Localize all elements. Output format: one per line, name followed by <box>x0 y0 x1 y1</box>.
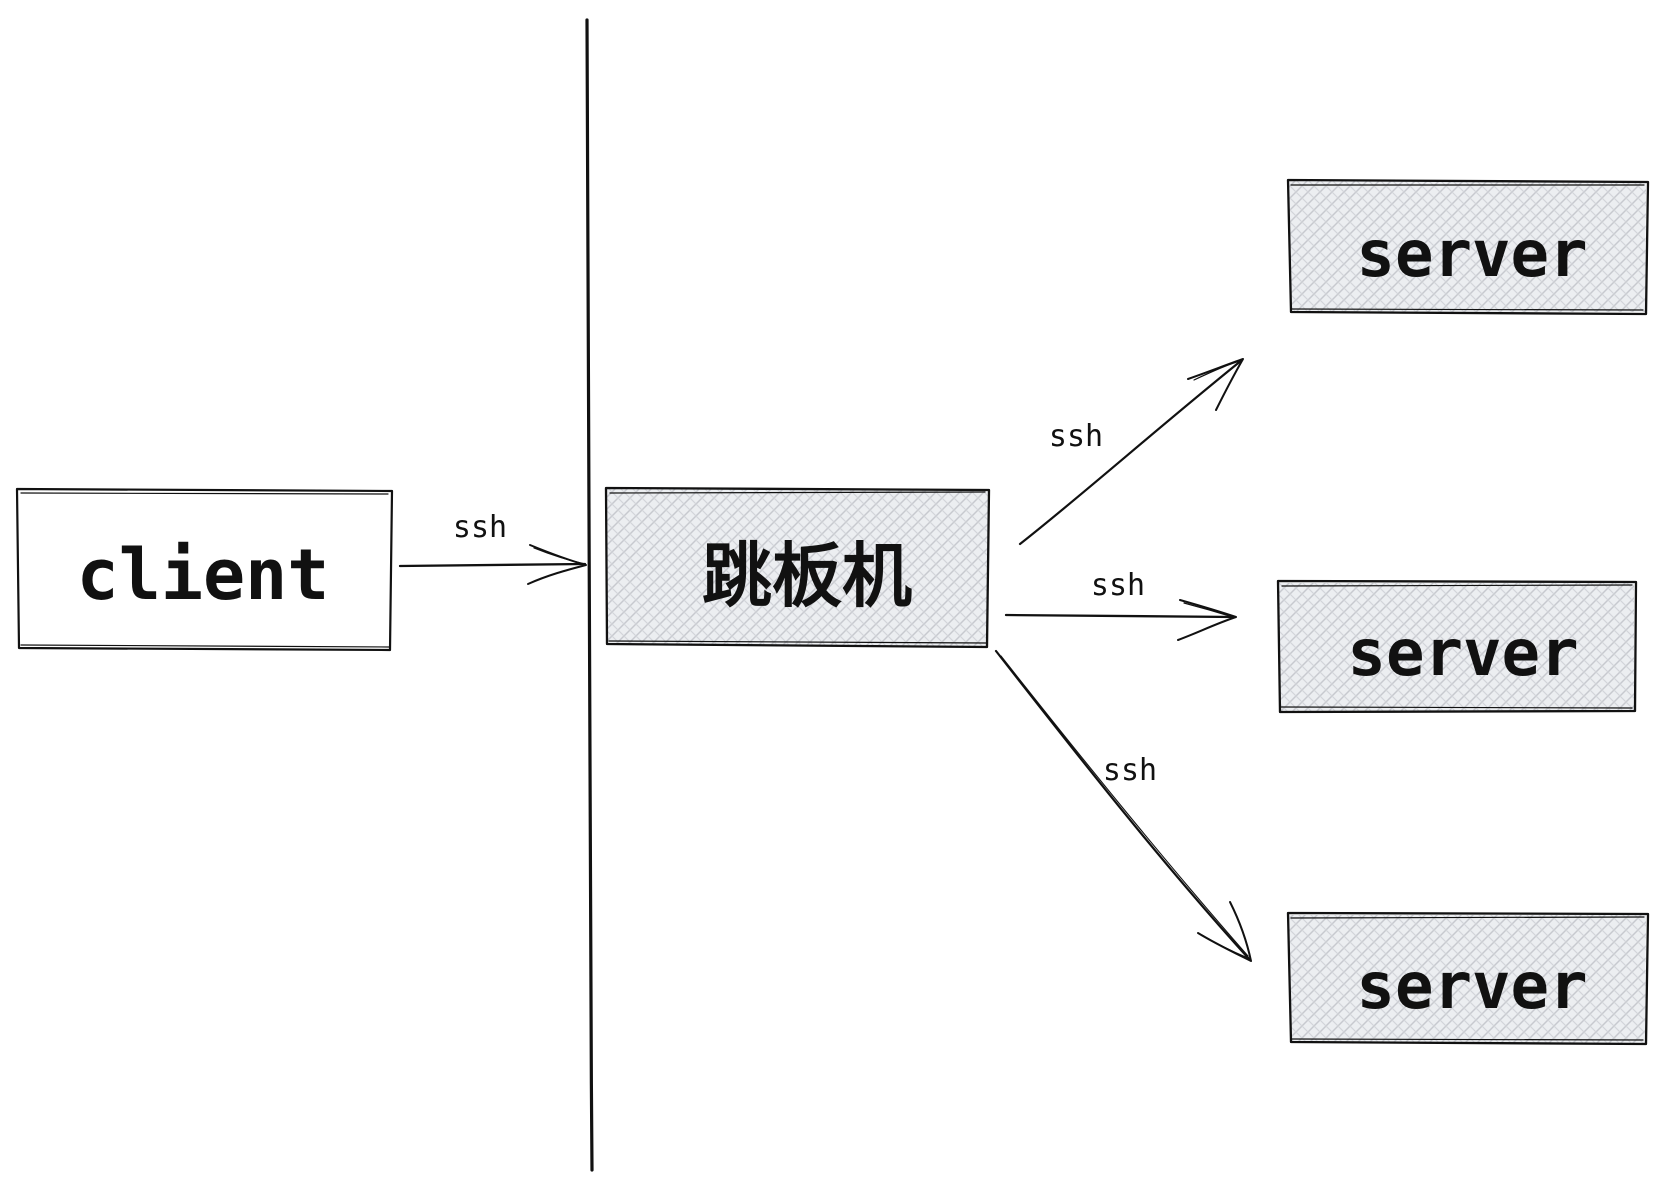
edge-client-to-jump-host: ssh <box>398 510 587 585</box>
server-top-label: server <box>1356 218 1587 292</box>
jump-host-label: 跳板机 <box>702 535 912 617</box>
server-node-top[interactable]: server <box>1286 178 1650 316</box>
server-bottom-label: server <box>1356 950 1587 1024</box>
client-label: client <box>77 534 330 616</box>
edge-label-jump-host-server-top: ssh <box>1049 419 1103 454</box>
jump-host-node[interactable]: 跳板机 <box>604 486 991 649</box>
edge-label-jump-host-server-middle: ssh <box>1091 568 1145 603</box>
server-middle-label: server <box>1347 617 1578 691</box>
edge-jump-host-to-server-bottom: ssh <box>994 649 1252 962</box>
server-node-middle[interactable]: server <box>1276 579 1638 714</box>
edge-jump-host-to-server-top: ssh <box>1018 358 1244 546</box>
edge-label-jump-host-server-bottom: ssh <box>1103 753 1157 788</box>
server-node-bottom[interactable]: server <box>1286 911 1650 1046</box>
network-boundary-line <box>585 18 594 1172</box>
edge-label-client-jump-host: ssh <box>453 510 507 545</box>
edge-jump-host-to-server-middle: ssh <box>1004 568 1237 641</box>
client-node[interactable]: client <box>15 487 394 652</box>
